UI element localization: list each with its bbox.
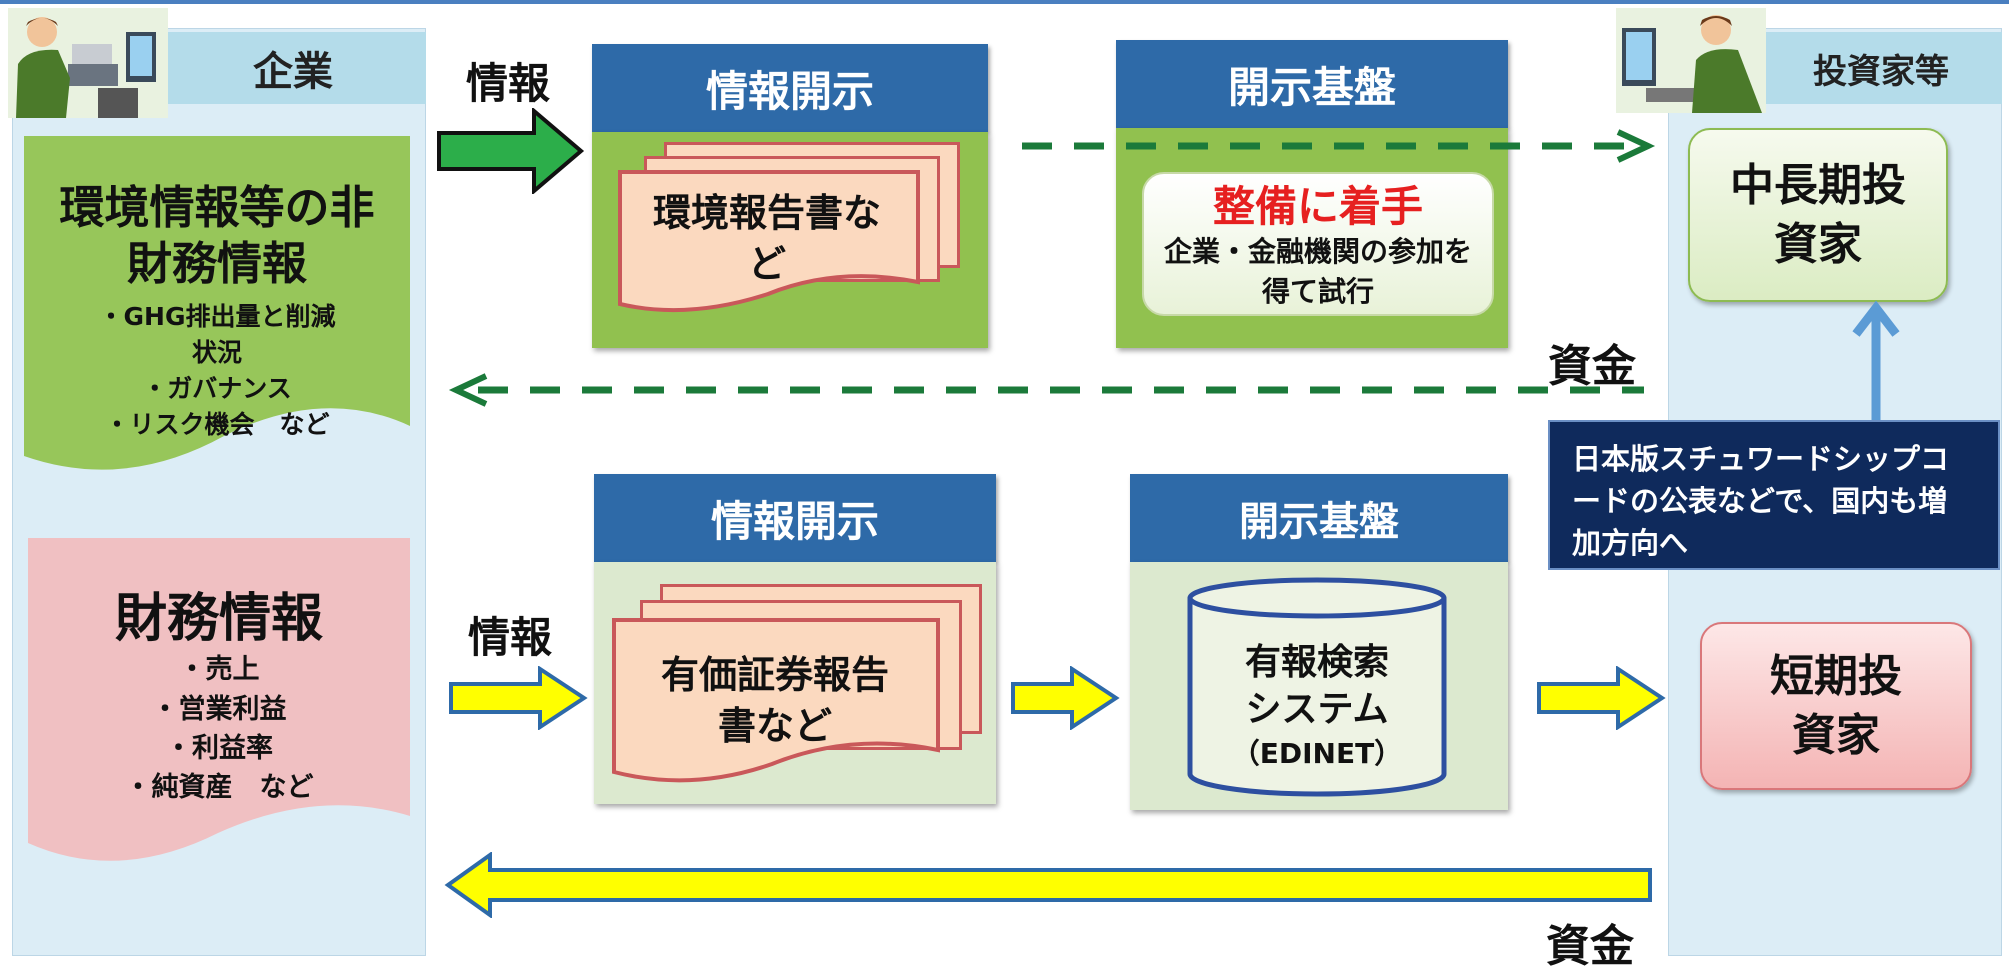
top-disclosure-header: 情報開示: [592, 44, 988, 132]
financial-item: ・純資産 など: [124, 771, 314, 803]
financial-item: ・利益率: [165, 732, 273, 764]
top-platform-status-box: 整備に着手 企業・金融機関の参加を得て試行: [1142, 172, 1494, 316]
bottom-disclosure-title: 情報開示: [710, 496, 879, 546]
financial-title: 財務情報: [114, 589, 323, 649]
top-document: 環境報告書など: [652, 188, 882, 291]
bottom-funds-arrow: [444, 852, 1652, 918]
bottom-info-arrow: [449, 666, 588, 730]
bottom-doc-sheet-front: [612, 618, 940, 783]
bottom-info-label: 情報: [468, 613, 553, 662]
bottom-mid-arrow: [1011, 666, 1120, 730]
bottom-out-arrow: [1537, 666, 1666, 730]
investor-header-label: 投資家等: [1813, 51, 1949, 92]
top-funds-dashed-arrow: [448, 373, 1644, 407]
bottom-disclosure-header: 情報開示: [594, 474, 996, 562]
top-border: [0, 0, 2009, 4]
nonfinancial-doc-shape: [24, 136, 410, 470]
investor-person-icon: [1616, 8, 1766, 113]
top-platform-header: 開示基盤: [1116, 40, 1508, 128]
nonfinancial-item: ・GHG排出量と削減状況: [98, 301, 336, 367]
financial-item: ・営業利益: [151, 693, 287, 725]
top-platform-detail: 企業・金融機関の参加を得て試行: [1163, 235, 1472, 308]
company-header: 企業: [160, 32, 426, 104]
long-term-investor-box: 中長期投資家: [1688, 128, 1948, 302]
edinet-cylinder: [1187, 577, 1447, 797]
short-term-investor-label: 短期投資家: [1770, 650, 1902, 761]
bottom-platform-title: 開示基盤: [1239, 499, 1399, 545]
top-info-arrow: [437, 108, 585, 194]
stewardship-notice: 日本版スチュワードシップコードの公表などで、国内も増加方向へ: [1548, 420, 2000, 570]
bottom-document: 有価証券報告書など: [660, 650, 890, 753]
bottom-funds-label: 資金: [1546, 921, 1634, 972]
edinet-system: 有報検索システム （EDINET）: [1196, 640, 1438, 773]
company-person-icon: [8, 8, 168, 118]
nonfinancial-title: 環境情報等の非財務情報: [59, 181, 375, 291]
top-document-label: 環境報告書など: [652, 191, 881, 287]
financial-doc: 財務情報 ・売上 ・営業利益 ・利益率 ・純資産 など: [28, 588, 410, 808]
company-header-label: 企業: [253, 49, 333, 95]
notice-up-arrow: [1852, 300, 1900, 426]
top-funds-label: 資金: [1548, 341, 1636, 392]
top-platform-status: 整備に着手: [1212, 182, 1423, 231]
nonfinancial-item: ・リスク機会 など: [104, 410, 330, 440]
stewardship-notice-text: 日本版スチュワードシップコードの公表などで、国内も増加方向へ: [1572, 442, 1950, 561]
top-platform-title: 開示基盤: [1227, 62, 1396, 112]
short-term-investor-box: 短期投資家: [1700, 622, 1972, 790]
long-term-investor-label: 中長期投資家: [1730, 159, 1906, 270]
bottom-document-label: 有価証券報告書など: [660, 653, 889, 749]
investor-header: 投資家等: [1760, 32, 2002, 104]
edinet-system-abbr: （EDINET）: [1231, 736, 1403, 770]
top-info-dashed-arrow: [1022, 129, 1656, 163]
bottom-platform-header: 開示基盤: [1130, 474, 1508, 562]
financial-item: ・売上: [178, 654, 260, 686]
top-info-label: 情報: [466, 59, 551, 108]
top-disclosure-title: 情報開示: [705, 66, 874, 116]
nonfinancial-item: ・ガバナンス: [142, 374, 292, 403]
top-doc-sheet-front: [618, 170, 920, 313]
financial-doc-shape: [28, 538, 410, 861]
edinet-system-name: 有報検索システム: [1244, 642, 1389, 730]
nonfinancial-doc: 環境情報等の非財務情報 ・GHG排出量と削減状況 ・ガバナンス ・リスク機会 な…: [24, 180, 410, 450]
